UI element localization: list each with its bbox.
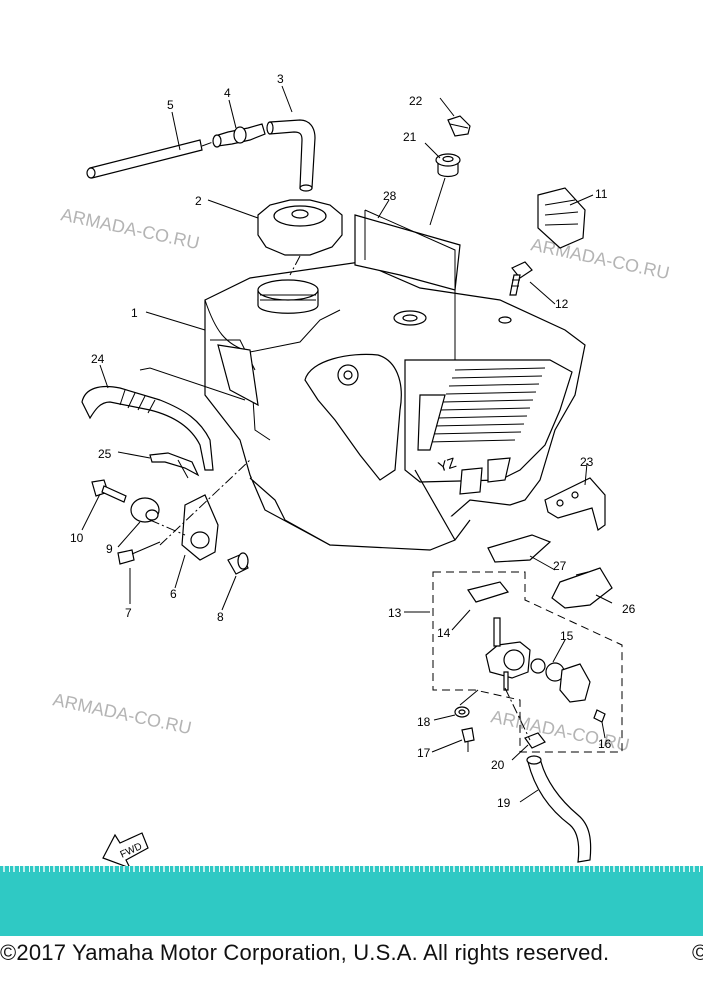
cable-tie-25: [149, 452, 200, 479]
fuel-cock: [467, 581, 606, 723]
callouts: 1 2 3 4 5 6 7 8 9 10 11 12 13 14 15 16 1…: [70, 72, 636, 810]
bolt-12: [509, 261, 533, 296]
screw-22: [447, 115, 471, 137]
callout-10: 10: [70, 531, 84, 545]
breather-hose: [266, 119, 316, 192]
clamp-20: [524, 732, 546, 749]
edge-copyright-glyph: ©: [692, 940, 703, 965]
bolt-7: [117, 541, 161, 565]
bracket-6: [181, 494, 219, 561]
callout-23: 23: [580, 455, 594, 469]
watermark: ARMADA-CO.RU: [59, 204, 201, 253]
callout-15: 15: [560, 629, 574, 643]
tank-stripes: [427, 367, 546, 443]
bracket-23: [544, 477, 606, 531]
pad-26: [551, 567, 613, 609]
collar-21: [435, 153, 461, 178]
callout-9: 9: [106, 542, 113, 556]
fuel-tank: YZ: [204, 261, 586, 551]
callout-22: 22: [409, 94, 423, 108]
callout-8: 8: [217, 610, 224, 624]
callout-21: 21: [403, 130, 417, 144]
watermark: ARMADA-CO.RU: [529, 234, 671, 283]
tank-band-24: [81, 385, 214, 471]
damper-9: [130, 497, 160, 523]
fuel-cap: [257, 199, 343, 276]
callout-4: 4: [224, 86, 231, 100]
screw-17: [461, 727, 475, 752]
pad-27: [487, 534, 552, 563]
callout-20: 20: [491, 758, 505, 772]
callout-12: 12: [555, 297, 569, 311]
footer-band: [0, 866, 703, 936]
collar-8: [227, 552, 249, 575]
watermark: ARMADA-CO.RU: [51, 689, 193, 738]
callout-3: 3: [277, 72, 284, 86]
callout-17: 17: [417, 746, 431, 760]
callout-27: 27: [553, 559, 567, 573]
callout-13: 13: [388, 606, 402, 620]
callout-16: 16: [598, 737, 612, 751]
callout-24: 24: [91, 352, 105, 366]
callout-19: 19: [497, 796, 511, 810]
callout-6: 6: [170, 587, 177, 601]
copyright-notice: ©2017 Yamaha Motor Corporation, U.S.A. A…: [0, 940, 610, 965]
callout-7: 7: [125, 606, 132, 620]
vent-hose: [86, 139, 214, 179]
bolt-10: [91, 479, 127, 503]
callout-18: 18: [417, 715, 431, 729]
washer-18: [454, 706, 470, 718]
callout-26: 26: [622, 602, 636, 616]
callout-11: 11: [595, 187, 608, 201]
callout-14: 14: [437, 626, 451, 640]
callout-1: 1: [131, 306, 138, 320]
callout-28: 28: [383, 189, 397, 203]
clip-11: [537, 187, 586, 249]
tank-decal-28: [354, 209, 461, 360]
callout-2: 2: [195, 194, 202, 208]
leader-lines: [81, 85, 613, 803]
callout-5: 5: [167, 98, 174, 112]
fuel-hose-19: [526, 755, 592, 863]
callout-25: 25: [98, 447, 112, 461]
fwd-arrow-icon: FWD: [102, 832, 149, 870]
breather-valve: [212, 123, 266, 148]
tank-logo: YZ: [436, 454, 458, 475]
